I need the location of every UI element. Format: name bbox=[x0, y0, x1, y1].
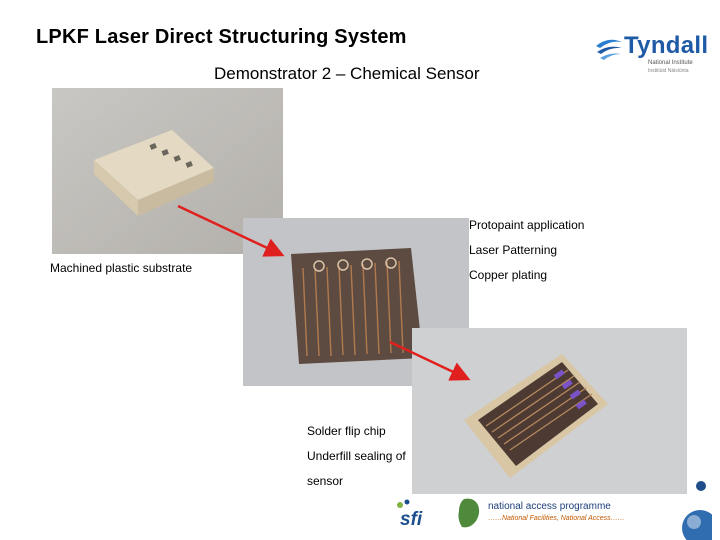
nap-title: national access programme bbox=[488, 501, 611, 512]
tyndall-swirl-icon bbox=[596, 39, 622, 60]
tyndall-logo: Tyndall National Institute Institiúid Ná… bbox=[594, 32, 709, 88]
label-laser-patterning: Laser Patterning bbox=[469, 243, 558, 257]
label-sensor: sensor bbox=[307, 474, 344, 488]
sfi-logo-text: sfi bbox=[400, 509, 423, 530]
page-subtitle: Demonstrator 2 – Chemical Sensor bbox=[214, 64, 480, 83]
logo-subtitle-irish: Institiúid Náisiúnta bbox=[648, 68, 689, 74]
photo-machined-substrate bbox=[52, 88, 283, 254]
label-solder-flip-chip: Solder flip chip bbox=[307, 424, 386, 438]
label-protopaint: Protopaint application bbox=[469, 218, 585, 232]
logo-subtitle: National Institute bbox=[648, 60, 693, 66]
footer-logos: sfi national access programme ……National… bbox=[388, 495, 668, 540]
label-underfill: Underfill sealing of bbox=[307, 449, 406, 463]
decorative-dot bbox=[696, 481, 706, 491]
photo-solder-flip-chip bbox=[412, 328, 687, 494]
nap-subtitle: ……National Facilities, National Access…… bbox=[488, 515, 625, 522]
ireland-map-icon bbox=[458, 498, 480, 528]
sfi-logo-icon bbox=[397, 499, 410, 508]
label-copper-plating: Copper plating bbox=[469, 268, 548, 282]
page-title: LPKF Laser Direct Structuring System bbox=[36, 26, 407, 48]
logo-name: Tyndall bbox=[624, 32, 709, 59]
corner-decoration-icon bbox=[682, 510, 712, 540]
label-machined-substrate: Machined plastic substrate bbox=[50, 261, 193, 275]
